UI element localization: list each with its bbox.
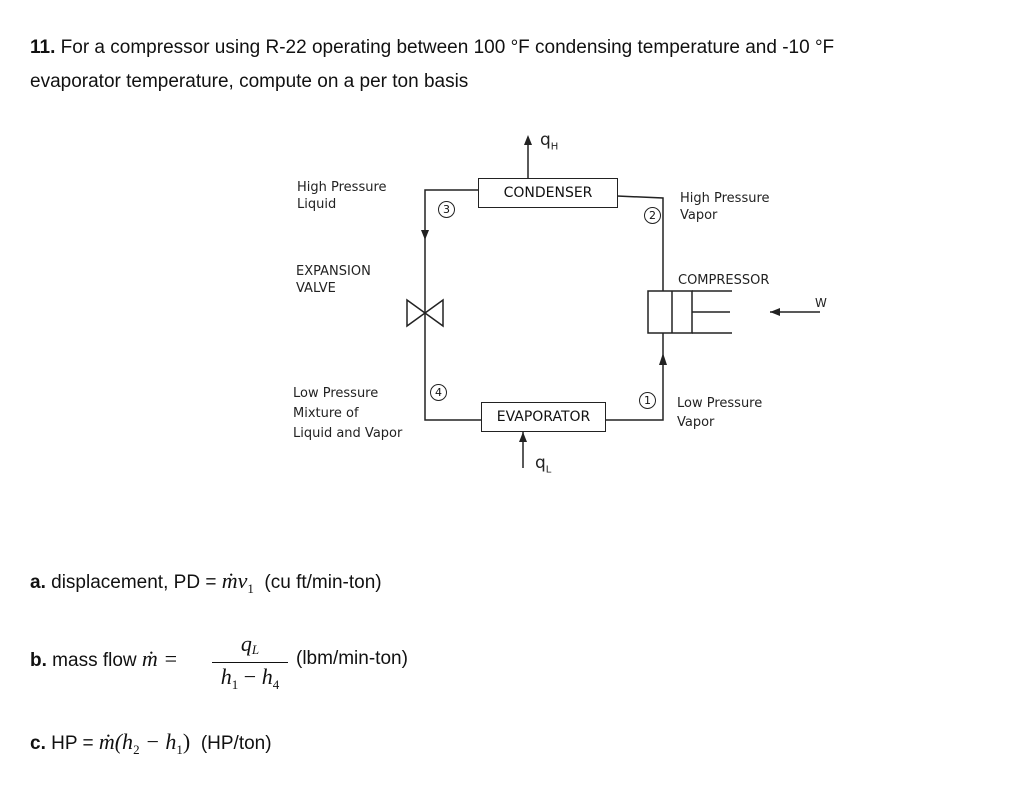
part-c: c. HP = ṁ(h2 − h1) (HP/ton) (30, 729, 272, 757)
question-line-1: 11. For a compressor using R-22 operatin… (30, 31, 834, 65)
evaporator-box: EVAPORATOR (481, 402, 606, 432)
part-b: b. mass flow ṁ = (30, 646, 179, 671)
line-3-to-4 (424, 189, 481, 421)
mass-flow-fraction: qL h1 − h4 (212, 632, 288, 699)
question-number: 11. (30, 37, 56, 58)
compressor-label: COMPRESSOR (678, 273, 770, 288)
qL-label: qL (535, 453, 552, 476)
state-2-marker: 2 (644, 207, 661, 224)
compressor-cylinder (647, 290, 693, 334)
state-1-marker: 1 (639, 392, 656, 409)
state-4-marker: 4 (430, 384, 447, 401)
qH-label: qH (540, 130, 559, 153)
question-text: For a compressor using R-22 operating be… (60, 37, 835, 58)
work-label: W (815, 296, 827, 310)
line-condenser-to-compressor (616, 195, 664, 291)
state-3-marker: 3 (438, 201, 455, 218)
line-evaporator-to-compressor (605, 333, 664, 421)
question-line-2: evaporator temperature, compute on a per… (30, 71, 469, 92)
condenser-box: CONDENSER (478, 178, 618, 208)
expansion-valve-icon (406, 298, 427, 328)
part-b-units: (lbm/min-ton) (296, 648, 408, 669)
part-a: a. displacement, PD = ṁv1 (cu ft/min-ton… (30, 568, 382, 596)
